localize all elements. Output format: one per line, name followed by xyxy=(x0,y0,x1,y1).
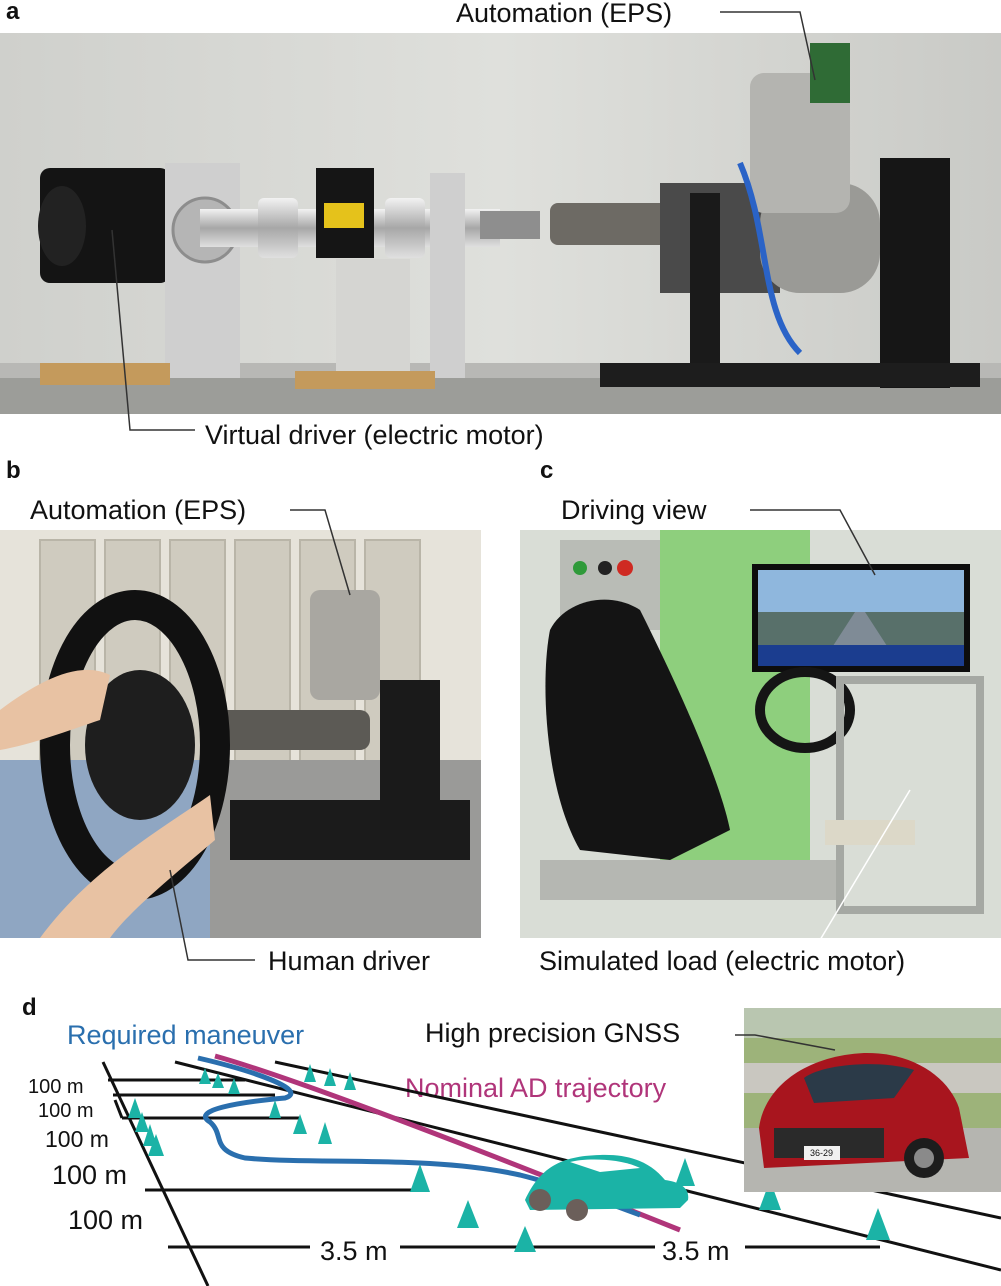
track-diagram xyxy=(101,1053,1001,1286)
test-car-icon xyxy=(525,1154,689,1221)
panel-b-automation-label: Automation (EPS) xyxy=(30,495,247,525)
panel-b-human-driver-label: Human driver xyxy=(268,946,431,976)
cones-group xyxy=(128,1064,890,1252)
panel-d-letter: d xyxy=(22,994,37,1021)
distance-label-5: 100 m xyxy=(68,1205,144,1235)
panel-b-photo-steering xyxy=(0,530,481,938)
panel-a-letter: a xyxy=(6,0,20,25)
panel-a-virtual-driver-label: Virtual driver (electric motor) xyxy=(205,420,544,450)
road-line-right xyxy=(274,1060,1001,1220)
panel-c-leader-lines xyxy=(750,509,911,941)
panel-a-photo-eps-bench xyxy=(0,33,1001,414)
road-edge-left xyxy=(101,1061,210,1286)
license-plate-text: 36-29 xyxy=(810,1148,834,1158)
gnss-leader-line xyxy=(735,1034,836,1051)
seat-shape xyxy=(545,599,730,860)
steering-bench-illustration xyxy=(0,530,481,938)
lane-width-label-right: 3.5 m xyxy=(658,1236,734,1267)
distance-label-4: 100 m xyxy=(52,1160,128,1190)
distance-label-1: 100 m xyxy=(28,1076,84,1098)
simulator-illustration xyxy=(520,530,1001,938)
lane-width-label-left: 3.5 m xyxy=(316,1236,392,1267)
panel-b-leader-lines xyxy=(169,509,351,961)
distance-label-3: 100 m xyxy=(45,1126,109,1152)
gnss-label: High precision GNSS xyxy=(425,1018,681,1048)
panel-a-automation-label: Automation (EPS) xyxy=(456,0,673,28)
panel-c-letter: c xyxy=(540,457,554,484)
required-maneuver-path xyxy=(197,1055,641,1218)
distance-label-2: 100 m xyxy=(38,1100,94,1122)
required-maneuver-label: Required maneuver xyxy=(67,1020,305,1050)
gnss-car-photo: 36-29 xyxy=(744,1008,1001,1192)
panel-c-photo-simulator xyxy=(520,530,1001,938)
nominal-trajectory-label: Nominal AD trajectory xyxy=(405,1073,667,1103)
eps-bench-illustration xyxy=(0,33,1001,414)
red-sedan-illustration xyxy=(744,1008,1001,1192)
panel-b-letter: b xyxy=(6,457,21,484)
panel-a-leader-lines xyxy=(111,11,816,431)
eps-motor-shape xyxy=(750,73,850,213)
panel-c-driving-view-label: Driving view xyxy=(561,495,707,525)
panel-c-simulated-load-label: Simulated load (electric motor) xyxy=(539,946,906,976)
